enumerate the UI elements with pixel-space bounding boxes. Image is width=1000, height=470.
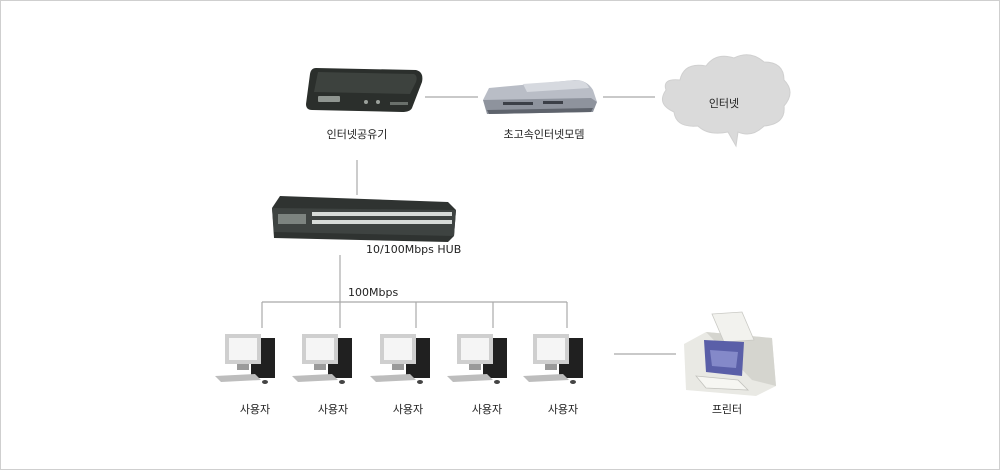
router-label: 인터넷공유기: [326, 128, 388, 141]
speed-label: 100Mbps: [348, 286, 399, 299]
user-label-2: 사용자: [317, 403, 349, 416]
user-label-3: 사용자: [392, 403, 424, 416]
modem-label: 초고속인터넷모뎀: [503, 128, 585, 141]
user-pcs: [215, 334, 583, 384]
pc-2: [292, 334, 352, 384]
hub-label: 10/100Mbps HUB: [366, 243, 462, 256]
pc-4: [447, 334, 507, 384]
pc-1: [215, 334, 275, 384]
user-label-4: 사용자: [471, 403, 503, 416]
user-label-5: 사용자: [547, 403, 579, 416]
pc-5: [523, 334, 583, 384]
connection-lines: [261, 96, 676, 355]
router-device: [306, 68, 423, 112]
printer-label: 프린터: [711, 403, 743, 416]
user-label-1: 사용자: [239, 403, 271, 416]
internet-cloud: [661, 54, 791, 148]
internet-label: 인터넷: [708, 97, 740, 110]
printer-device: [684, 311, 776, 396]
modem-device: [483, 80, 597, 114]
pc-3: [370, 334, 430, 384]
hub-device: [272, 196, 456, 242]
